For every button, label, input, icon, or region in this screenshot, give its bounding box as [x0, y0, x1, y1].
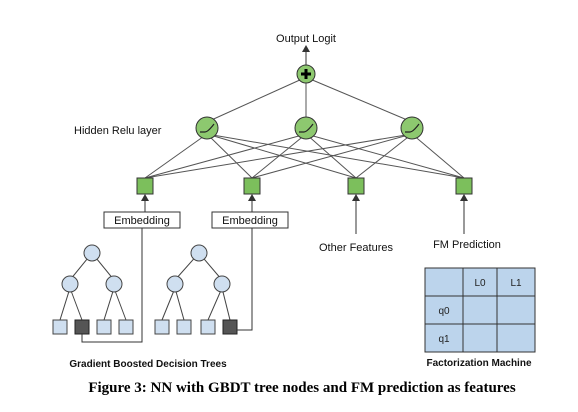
hidden-relu-layer-label: Hidden Relu layer [74, 125, 162, 137]
fm-column-header: L1 [510, 278, 522, 289]
tree-node [166, 275, 184, 293]
embedding-box-1: Embedding [103, 211, 181, 229]
tree-leaf-selected [222, 319, 238, 335]
embedding-box-2: Embedding [211, 211, 289, 229]
decision-tree-1 [52, 244, 134, 335]
other-features-label: Other Features [319, 242, 393, 254]
input-arrows [144, 200, 465, 234]
input-hidden-edges [144, 133, 465, 179]
relu-node [195, 116, 219, 140]
tree-node [190, 244, 208, 262]
tree-leaf [118, 319, 134, 335]
plus-circle-icon [296, 64, 316, 84]
hidden-sum-edges [206, 78, 413, 123]
leaf-embedding-connectors [81, 228, 253, 343]
tree-leaf [176, 319, 192, 335]
fm-column-header: L0 [474, 278, 486, 289]
fm-row-header: q1 [438, 334, 450, 345]
input-node [455, 177, 473, 195]
tree-node [213, 275, 231, 293]
relu-curve-icon [200, 123, 215, 133]
output-logit-label: Output Logit [276, 33, 336, 45]
tree-leaf [52, 319, 68, 335]
tree-leaf [96, 319, 112, 335]
relu-curve-icon [299, 123, 314, 133]
tree-leaf [200, 319, 216, 335]
gbdt-label: Gradient Boosted Decision Trees [69, 359, 227, 370]
fm-table: L0 L1 q0 q1 [424, 267, 536, 353]
fm-row-header: q0 [438, 306, 450, 317]
tree-leaf-selected [74, 319, 90, 335]
input-node [136, 177, 154, 195]
fm-prediction-label: FM Prediction [433, 239, 501, 251]
embedding-label: Embedding [222, 215, 278, 227]
tree-node [105, 275, 123, 293]
tree-node [83, 244, 101, 262]
relu-node [294, 116, 318, 140]
decision-tree-2 [154, 244, 238, 335]
factorization-machine-label: Factorization Machine [426, 358, 531, 369]
input-node [347, 177, 365, 195]
relu-curve-icon [405, 123, 420, 133]
tree-leaf [154, 319, 170, 335]
embedding-label: Embedding [114, 215, 170, 227]
input-node [243, 177, 261, 195]
output-arrow [302, 45, 310, 65]
arrow-heads [141, 194, 468, 201]
relu-node [400, 116, 424, 140]
figure-caption: Figure 3: NN with GBDT tree nodes and FM… [88, 380, 516, 396]
tree-node [61, 275, 79, 293]
